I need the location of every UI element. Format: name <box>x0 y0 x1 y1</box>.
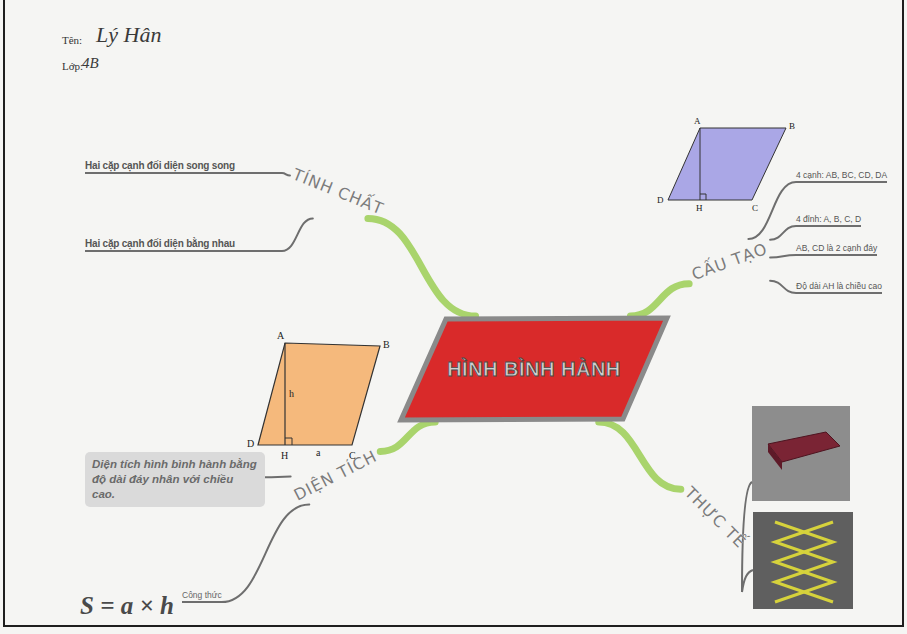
vertex-label: H <box>696 203 703 213</box>
leader-line <box>742 570 753 592</box>
handwritten-name: Lý Hân <box>96 22 161 48</box>
main-branch <box>599 422 681 489</box>
central-topic: HÌNH BÌNH HÀNH <box>398 316 670 422</box>
central-title: HÌNH BÌNH HÀNH <box>447 358 621 381</box>
area-formula: S = a × h <box>80 592 174 620</box>
vertex-label: B <box>789 121 795 131</box>
sub-branch <box>222 505 310 602</box>
handwritten-class: 4B <box>82 55 99 72</box>
photo-object <box>768 444 782 470</box>
sub-branch <box>282 218 313 251</box>
leaf-text: AB, CD là 2 cạnh đáy <box>796 243 877 256</box>
main-branch <box>630 284 689 316</box>
sub-branch <box>265 476 291 479</box>
sub-branch <box>282 173 290 176</box>
leaf-text: Công thức <box>182 590 222 603</box>
branch-topic: THỰC TẾ <box>681 483 750 552</box>
height-line <box>284 343 285 445</box>
node-text: AB, CD là 2 cạnh đáy <box>796 243 877 253</box>
photo-object <box>775 522 833 602</box>
sub-branch <box>770 281 796 293</box>
photo-object <box>768 432 840 462</box>
parallelogram-shape <box>401 318 667 420</box>
node-text: Hai cặp cạnh đối diện song song <box>85 160 282 171</box>
height-line <box>700 128 701 200</box>
definition-box: Diện tích hình bình hành bằng độ dài đáy… <box>85 452 265 507</box>
photo <box>753 512 853 609</box>
parallelogram-figure <box>668 128 786 200</box>
vertex-label: H <box>281 450 288 461</box>
branch-title: TÍNH CHẤT <box>290 165 387 219</box>
node-text: Độ dài AH là chiều cao <box>796 281 882 291</box>
right-angle-mark <box>285 438 292 445</box>
vertex-label: C <box>349 450 356 461</box>
parallelogram-figure <box>258 343 380 445</box>
vertex-label: D <box>657 195 664 205</box>
leaf-text: Hai cặp cạnh đối diện song song <box>85 160 282 174</box>
branch-topic: TÍNH CHẤT <box>290 165 387 219</box>
vertex-label: D <box>247 438 254 449</box>
branch-topic: DIỆN TÍCH <box>291 446 381 504</box>
vertex-label: B <box>383 339 390 350</box>
node-text: 4 cạnh: AB, BC, CD, DA <box>796 170 887 180</box>
photo-object <box>775 522 833 602</box>
node-text: 4 đỉnh: A, B, C, D <box>796 214 861 224</box>
field-name: Tên: <box>62 34 82 46</box>
leaf-text: 4 đỉnh: A, B, C, D <box>796 214 861 227</box>
sub-branch <box>770 255 796 258</box>
branch-title: CẤU TẠO <box>689 239 770 284</box>
right-angle-mark <box>700 194 706 200</box>
dimension-label: a <box>316 447 320 458</box>
branch-topic: CẤU TẠO <box>689 239 770 284</box>
main-branch <box>380 422 435 451</box>
vertex-label: A <box>694 116 701 126</box>
node-text: Công thức <box>182 590 222 600</box>
vertex-label: C <box>752 203 758 213</box>
sub-branch <box>748 182 796 239</box>
node-text: Hai cặp cạnh đối diện bằng nhau <box>85 238 282 249</box>
main-branch <box>368 218 476 316</box>
branch-title: THỰC TẾ <box>681 483 750 552</box>
branch-title: DIỆN TÍCH <box>291 446 381 504</box>
leaf-text: Hai cặp cạnh đối diện bằng nhau <box>85 238 282 252</box>
field-name: Lớp: <box>62 60 83 72</box>
sub-branch <box>770 226 796 240</box>
photo <box>752 406 850 501</box>
page-frame <box>4 0 903 626</box>
node-text: Diện tích hình bình hành bằng độ dài đáy… <box>92 457 258 502</box>
vertex-label: A <box>277 330 284 341</box>
leaf-text: 4 cạnh: AB, BC, CD, DA <box>796 170 887 183</box>
dimension-label: h <box>289 388 294 399</box>
leaf-text: Độ dài AH là chiều cao <box>796 281 882 294</box>
